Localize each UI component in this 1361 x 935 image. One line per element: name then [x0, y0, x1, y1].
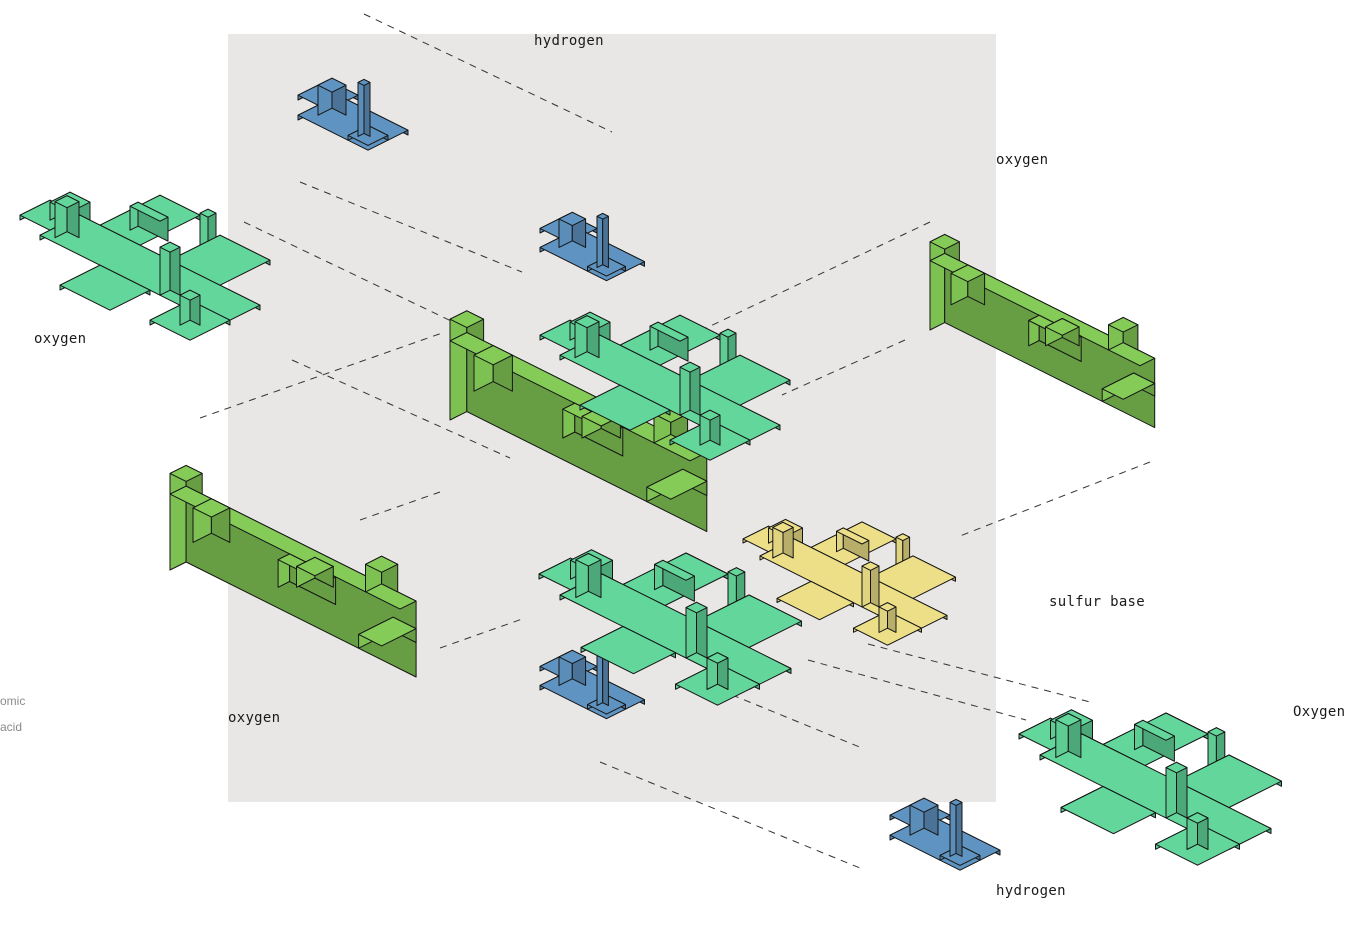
block-top-face: [296, 556, 334, 577]
block-top-face: [199, 208, 217, 218]
block-top-face: [699, 409, 721, 421]
side-note-line-2: acid: [0, 720, 23, 734]
block-top-face: [685, 601, 708, 614]
block-top-face: [929, 233, 960, 250]
block-top-face: [574, 315, 600, 329]
block-top-face: [558, 211, 587, 227]
block-top-face: [169, 464, 203, 482]
block-top-face: [776, 580, 854, 621]
block-left-face: [357, 78, 365, 137]
block-top-face: [870, 555, 956, 599]
block-top-face: [159, 241, 181, 253]
block-top-face: [689, 354, 791, 406]
side-note-line-1: omic: [0, 694, 26, 708]
guide-line: [363, 13, 613, 133]
block-top-face: [54, 195, 80, 209]
block-top-face: [772, 521, 794, 533]
block-top-face: [1165, 761, 1188, 774]
block-top-face: [646, 468, 708, 500]
block-top-face: [449, 310, 485, 329]
block-top-face: [357, 78, 371, 86]
block-top-face: [949, 798, 963, 806]
block-top-face: [575, 553, 602, 567]
guide-line: [701, 221, 931, 331]
block-top-face: [317, 77, 347, 93]
block-top-face: [596, 212, 609, 220]
label-hydrogen-top: hydrogen: [534, 33, 604, 49]
guide-line: [439, 617, 526, 649]
block-top-face: [836, 527, 870, 545]
block-front-face: [955, 798, 963, 857]
guide-line: [291, 359, 511, 459]
block-top-face: [895, 533, 911, 542]
label-oxygen-left: oxygen: [34, 331, 87, 347]
guide-lines: [199, 13, 1151, 869]
block-top-face: [59, 264, 151, 311]
block-top-face: [909, 797, 939, 813]
guide-line: [781, 339, 906, 396]
block-left-face: [949, 798, 957, 857]
block-left-face: [596, 212, 604, 269]
block-top-face: [719, 328, 737, 338]
block-top-face: [950, 264, 986, 283]
block-top-face: [654, 559, 695, 581]
block-top-face: [365, 555, 399, 573]
block-top-face: [579, 384, 671, 431]
block-top-face: [706, 652, 729, 664]
block-top-face: [1134, 719, 1175, 741]
block-top-face: [179, 289, 201, 301]
block-top-face: [861, 561, 880, 571]
molecule-blocks: [19, 77, 1282, 871]
block-top-face: [679, 361, 701, 373]
block-top-face: [1045, 318, 1080, 336]
block-top-face: [1055, 713, 1082, 727]
block-top-face: [169, 234, 271, 286]
label-oxygen-far-right: Oxygen: [1293, 704, 1346, 720]
block-top-face: [727, 567, 746, 577]
block-top-face: [1108, 316, 1139, 333]
guide-line: [807, 659, 1027, 721]
block-top-face: [649, 321, 689, 342]
block-top-face: [580, 626, 676, 675]
block-top-face: [1207, 727, 1226, 737]
guide-line: [359, 491, 441, 521]
block-left-face: [596, 650, 604, 707]
block-top-face: [878, 602, 897, 612]
block-top-face: [1101, 372, 1156, 400]
block-top-face: [696, 594, 802, 648]
block-top-face: [1176, 754, 1282, 808]
guide-line: [199, 331, 446, 419]
label-sulfur-base: sulfur base: [1049, 594, 1146, 610]
block-top-face: [192, 498, 231, 518]
label-hydrogen-bottom: hydrogen: [996, 883, 1066, 899]
block-front-face: [602, 212, 609, 269]
guide-line: [959, 461, 1151, 537]
guide-line: [299, 181, 523, 273]
block-top-face: [358, 616, 417, 647]
block-top-face: [558, 649, 587, 665]
block-top-face: [473, 345, 513, 366]
label-oxygen-right: oxygen: [996, 152, 1049, 168]
block-front-face: [363, 78, 371, 137]
block-top-face: [1186, 812, 1209, 824]
guide-line: [243, 221, 471, 331]
label-oxygen-bottom-left: oxygen: [228, 710, 281, 726]
block-top-face: [1060, 786, 1156, 835]
block-top-face: [129, 201, 169, 222]
